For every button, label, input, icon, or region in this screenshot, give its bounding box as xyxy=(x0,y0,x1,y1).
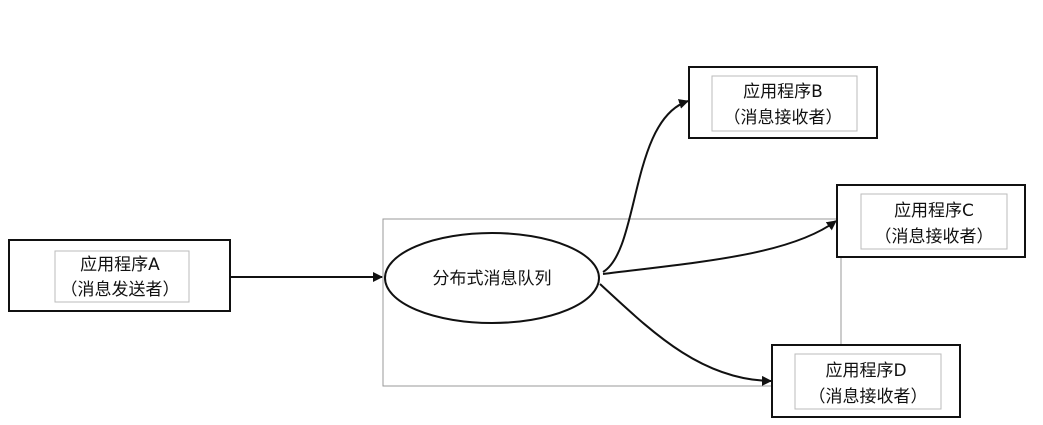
arrow-queue-to-receiver-c xyxy=(602,220,837,275)
receiver-b-title: 应用程序B xyxy=(743,82,823,102)
sender-a-title: 应用程序A xyxy=(80,255,160,275)
receiver-c-box xyxy=(836,184,1026,258)
receiver-b-inner-frame xyxy=(711,75,858,132)
receiver-d-role: （消息接收者） xyxy=(809,387,928,407)
arrow-queue-to-receiver-d xyxy=(599,283,772,386)
receiver-b-role: （消息接收者） xyxy=(724,108,843,128)
receiver-c-role: （消息接收者） xyxy=(875,227,994,247)
receiver-d-title: 应用程序D xyxy=(825,361,906,381)
queue-node: 分布式消息队列 xyxy=(384,232,600,324)
receiver-c-inner-frame xyxy=(860,193,1008,250)
sender-a-inner-frame xyxy=(54,250,190,303)
receiver-b-node: 应用程序B （消息接收者） xyxy=(688,66,878,139)
receiver-d-box xyxy=(771,344,961,418)
queue-label: 分布式消息队列 xyxy=(433,269,552,289)
sender-a-node: 应用程序A （消息发送者） xyxy=(8,239,231,312)
receiver-d-node: 应用程序D （消息接收者） xyxy=(771,344,961,418)
arrow-queue-to-receiver-b xyxy=(602,99,689,273)
sender-a-box xyxy=(8,239,231,312)
queue-ellipse xyxy=(384,232,600,324)
sender-a-role: （消息发送者） xyxy=(61,280,180,300)
queue-region-frame xyxy=(382,218,842,387)
receiver-d-inner-frame xyxy=(794,353,942,410)
receiver-b-box xyxy=(688,66,878,139)
receiver-c-title: 应用程序C xyxy=(894,201,974,221)
receiver-c-node: 应用程序C （消息接收者） xyxy=(836,184,1026,258)
